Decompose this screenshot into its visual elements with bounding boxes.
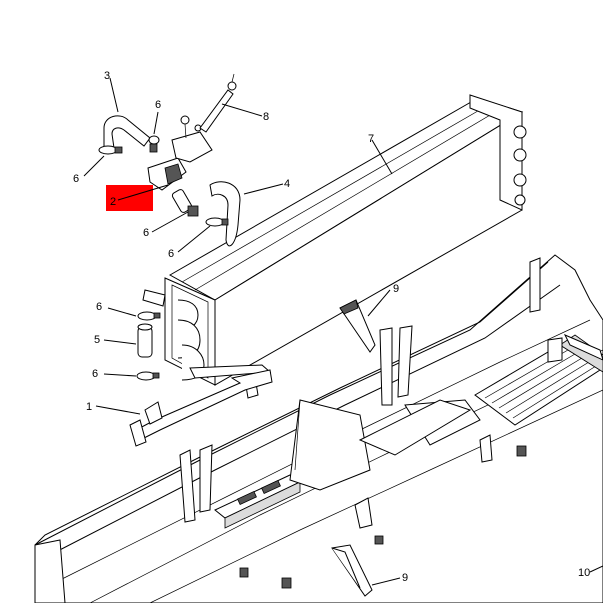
highlight-box-item-2 — [106, 185, 153, 211]
lever-9-lower — [331, 544, 373, 597]
leader-lines — [83, 77, 603, 586]
hose-5 — [137, 323, 153, 358]
clamp-6-mid — [187, 205, 229, 227]
hose-1 — [129, 369, 273, 447]
callout-9-upper: 9 — [393, 283, 399, 295]
callout-5: 5 — [94, 334, 100, 346]
clamp-6-lower-left — [136, 371, 160, 381]
callout-9-lower: 9 — [402, 572, 408, 584]
lever-9-upper — [339, 299, 376, 353]
control-valve-2 — [147, 157, 193, 213]
callout-8: 8 — [263, 111, 269, 123]
callout-10: 10 — [578, 567, 590, 579]
callout-6-left-top: 6 — [73, 173, 79, 185]
callout-6-stack-upper: 6 — [96, 301, 102, 313]
callout-1: 1 — [86, 401, 92, 413]
callout-2: 2 — [110, 196, 116, 208]
callout-labels: 3 6 6 8 7 4 2 6 6 6 9 5 6 1 9 10 — [73, 70, 590, 584]
callout-6-mid: 6 — [168, 248, 174, 260]
vent-grille — [474, 334, 603, 426]
hose-3 — [103, 115, 151, 149]
clamp-6-top — [98, 135, 160, 155]
callout-6-mid-left: 6 — [143, 227, 149, 239]
hose-4 — [209, 181, 241, 247]
housing-assembly — [34, 254, 603, 603]
callout-3: 3 — [104, 70, 110, 82]
callout-6-top: 6 — [155, 99, 161, 111]
heater-core — [142, 94, 527, 399]
callout-7: 7 — [368, 133, 374, 145]
callout-4: 4 — [284, 178, 290, 190]
callout-6-stack-lower: 6 — [92, 368, 98, 380]
clamp-6-upper-left — [137, 311, 161, 321]
cable-8 — [199, 73, 237, 133]
